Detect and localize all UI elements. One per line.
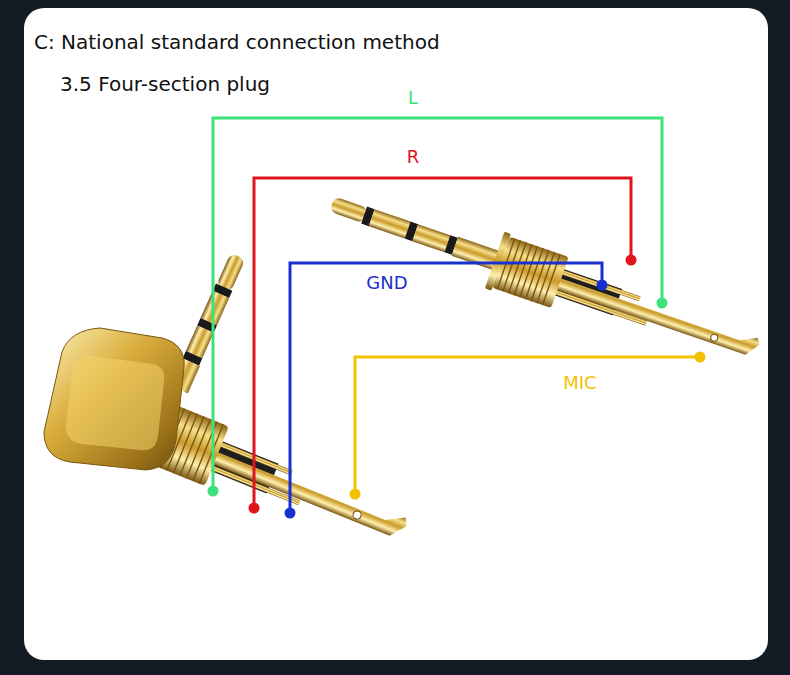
- ring: [369, 209, 411, 238]
- dot-gnd: [285, 508, 296, 519]
- angle-plug-body: [44, 328, 184, 470]
- ring: [412, 224, 450, 252]
- wire-mic: [355, 357, 700, 494]
- solder-dots: [208, 255, 706, 519]
- wires: [213, 118, 700, 513]
- wire-gnd: [290, 263, 602, 513]
- dot-mic: [350, 489, 361, 500]
- solder-hole: [710, 333, 719, 342]
- title: C: National standard connection method: [34, 30, 440, 54]
- subtitle: 3.5 Four-section plug: [60, 72, 270, 96]
- dot-l: [657, 298, 668, 309]
- signal-name: L: [408, 87, 418, 109]
- signal-name: MIC: [563, 372, 596, 394]
- sleeve-tail: [556, 271, 761, 358]
- body-face: [66, 356, 164, 450]
- dot-r: [626, 255, 637, 266]
- straight-plug: [322, 176, 767, 379]
- sleeve-tail: [212, 442, 410, 540]
- wire-l: [213, 118, 662, 491]
- signal-name: R: [407, 146, 420, 168]
- threaded-barrel: [492, 237, 568, 308]
- angle-plug-tail: [140, 400, 416, 561]
- thread: [497, 238, 560, 305]
- solder-hole: [352, 510, 362, 520]
- dot-r: [249, 503, 260, 514]
- dot-gnd: [597, 280, 608, 291]
- signal-name: GND: [366, 272, 407, 294]
- dot-l: [208, 486, 219, 497]
- wire-r: [254, 178, 631, 508]
- dot-mic: [695, 352, 706, 363]
